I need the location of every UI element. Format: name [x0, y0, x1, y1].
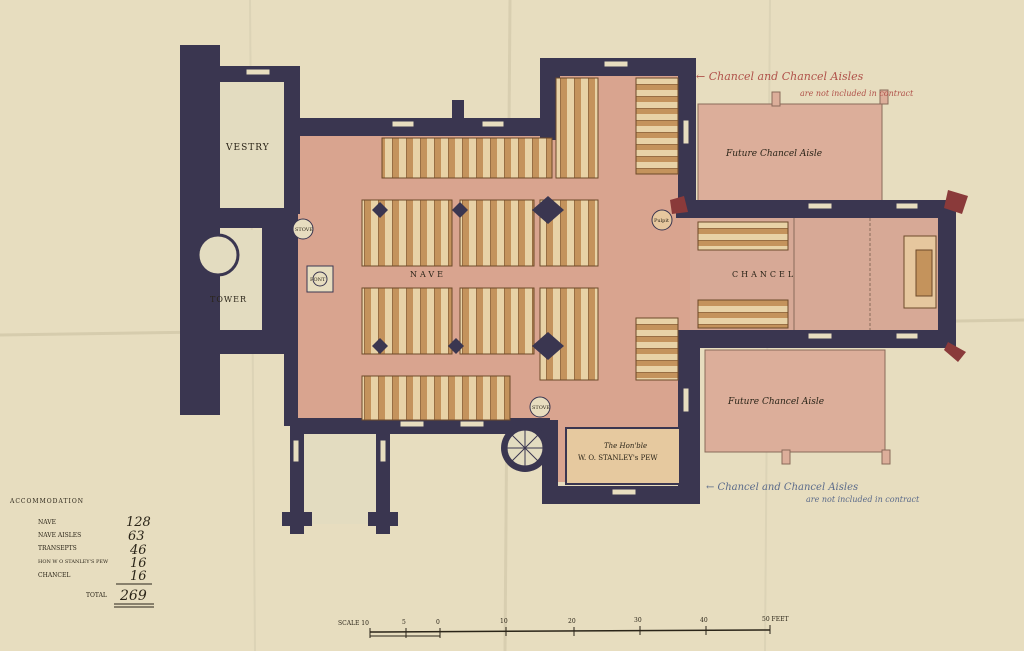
accommodation-row-value: 63: [128, 529, 145, 544]
future-chancel-aisle-south: [704, 349, 891, 465]
walls: [180, 45, 968, 534]
future-aisle-south-label: Future Chancel Aisle: [727, 397, 824, 407]
scale-tick-label: 0: [436, 619, 440, 626]
accommodation-table: ACCOMMODATION NAVE 128 NAVE AISLES 63 TR…: [9, 498, 154, 608]
accommodation-heading: ACCOMMODATION: [9, 498, 84, 505]
chancel-label: CHANCEL: [732, 270, 796, 279]
future-aisle-north-label: Future Chancel Aisle: [725, 149, 822, 159]
south-note-sub: are not included in contract: [806, 495, 920, 504]
stove-label: STOVE: [532, 405, 550, 411]
total-value: 269: [119, 588, 147, 604]
accommodation-row-label: TRANSEPTS: [38, 545, 77, 552]
accommodation-row-label: HON W O STANLEY'S PEW: [38, 559, 109, 565]
vestry-label: VESTRY: [225, 143, 270, 153]
pew-block: [635, 317, 679, 381]
accommodation-row-label: NAVE AISLES: [38, 532, 81, 539]
tower-stair: [196, 233, 240, 277]
altar-area: [793, 218, 937, 330]
font-bowl: [312, 271, 328, 287]
total-label: TOTAL: [86, 592, 107, 599]
stove-label: STOVE: [295, 227, 313, 233]
scale-tick-label: 10: [500, 618, 508, 625]
stanley-pew-label: The Hon'ble: [604, 442, 647, 450]
font-label: FONT: [310, 277, 326, 283]
pulpit-label: Pulpit: [654, 218, 669, 224]
scale-bar: SCALE 10 5 0 10 20 30 40 50 FEET: [338, 616, 788, 638]
pew-block: [697, 299, 789, 329]
windows: [245, 60, 919, 496]
pew-block: [697, 221, 789, 251]
north-note-sub: are not included in contract: [800, 89, 914, 98]
porch-floor: [302, 432, 378, 524]
vestry-floor: [218, 80, 290, 208]
accommodation-row-label: NAVE: [38, 519, 56, 526]
pew-block: [381, 137, 553, 179]
scale-tick-label: 30: [634, 617, 642, 624]
accommodation-row-value: 46: [129, 543, 147, 558]
scale-tick-label: 40: [700, 617, 708, 624]
accommodation-row-label: CHANCEL: [38, 572, 70, 579]
pew-block: [635, 77, 679, 175]
scale-tick-label: 20: [568, 618, 576, 625]
tower-label: TOWER: [210, 295, 247, 304]
stove-north: [292, 218, 314, 240]
stanley-pew-label: W. O. STANLEY's PEW: [578, 454, 658, 462]
nave-label: NAVE: [410, 270, 446, 279]
nave-columns: [372, 196, 564, 360]
pews: [361, 77, 789, 421]
scale-tick-label: 5: [402, 619, 406, 626]
pulpit-mark: [651, 209, 673, 231]
pew-block: [361, 375, 511, 421]
accommodation-row-value: 128: [126, 515, 151, 530]
future-chancel-aisle-north: [697, 89, 889, 203]
north-note: ← Chancel and Chancel Aisles: [696, 70, 864, 83]
spiral-stair: [501, 424, 549, 472]
scale-tick-label: 50 FEET: [762, 616, 788, 623]
stanley-pew-box: [565, 427, 681, 485]
pew-block: [555, 77, 599, 179]
pew-block: [459, 287, 535, 355]
south-note: ← Chancel and Chancel Aisles: [706, 482, 858, 493]
scale-label: SCALE 10: [338, 620, 369, 627]
stove-south: [529, 396, 551, 418]
font-box: [306, 265, 334, 293]
pew-block: [459, 199, 535, 267]
accommodation-row-value: 16: [130, 569, 147, 584]
accommodation-row-value: 16: [130, 556, 147, 571]
